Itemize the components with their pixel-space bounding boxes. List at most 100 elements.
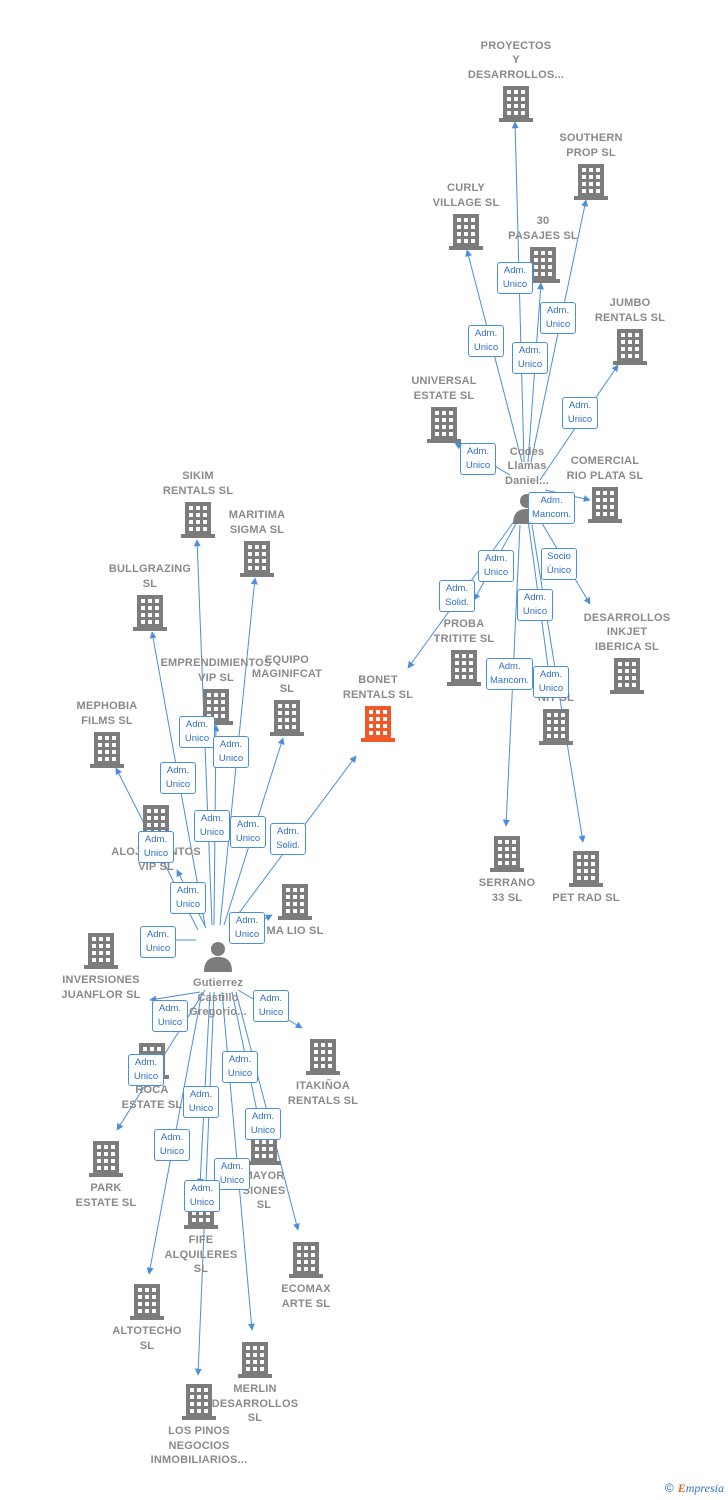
company-node-sikim[interactable]: SIKIM RENTALS SL bbox=[138, 469, 258, 538]
empresia-credit[interactable]: ©Empresia bbox=[665, 1481, 724, 1496]
person-icon bbox=[158, 940, 278, 972]
building-icon bbox=[456, 86, 576, 122]
building-icon bbox=[227, 700, 347, 736]
building-icon bbox=[246, 1242, 366, 1278]
company-node-jumbo[interactable]: JUMBO RENTALS SL bbox=[570, 296, 690, 365]
building-icon bbox=[496, 709, 616, 745]
relation-badge[interactable]: Adm. Unico bbox=[478, 550, 514, 582]
building-icon bbox=[87, 1284, 207, 1320]
company-node-inversiones[interactable]: INVERSIONES JUANFLOR SL bbox=[41, 933, 161, 1002]
node-label: DESARROLLOS INKJET IBERICA SL bbox=[583, 611, 671, 653]
company-node-universal[interactable]: UNIVERSAL ESTATE SL bbox=[384, 374, 504, 443]
node-label: UNIVERSAL ESTATE SL bbox=[411, 375, 477, 402]
relation-badge[interactable]: Adm. Unico bbox=[497, 262, 533, 294]
relation-badge[interactable]: Adm. Solid. bbox=[439, 580, 475, 612]
building-icon bbox=[318, 706, 438, 742]
person-node-gutierrez[interactable]: Gutierrez Castillo Gregorio... bbox=[158, 940, 278, 1020]
company-node-bullgrazing[interactable]: BULLGRAZING SL bbox=[90, 562, 210, 631]
relation-badge[interactable]: Adm. Unico bbox=[540, 302, 576, 334]
company-node-lospinos[interactable]: LOS PINOS NEGOCIOS INMOBILIARIOS... bbox=[139, 1384, 259, 1468]
relation-badge[interactable]: Adm. Unico bbox=[194, 810, 230, 842]
company-node-itakinoa[interactable]: ITAKIÑOA RENTALS SL bbox=[263, 1039, 383, 1108]
node-label: MA LIO SL bbox=[266, 925, 324, 937]
relation-badge[interactable]: Adm. Unico bbox=[512, 342, 548, 374]
company-node-comercial[interactable]: COMERCIAL RIO PLATA SL bbox=[545, 454, 665, 523]
company-node-nit[interactable]: NIT SL bbox=[496, 691, 616, 745]
relation-badge[interactable]: Adm. Unico bbox=[128, 1054, 164, 1086]
company-node-maritima[interactable]: MARITIMA SIGMA SL bbox=[197, 508, 317, 577]
relation-badge[interactable]: Adm. Mancom. bbox=[486, 658, 534, 690]
node-label: PROYECTOS Y DESARROLLOS... bbox=[467, 39, 565, 81]
node-label: ROCA ESTATE SL bbox=[121, 1084, 183, 1111]
node-label: MARITIMA SIGMA SL bbox=[228, 509, 286, 536]
company-node-mephobia[interactable]: MEPHOBIA FILMS SL bbox=[47, 699, 167, 768]
relation-badge[interactable]: Adm. Unico bbox=[222, 1051, 258, 1083]
relation-badge[interactable]: Adm. Unico bbox=[517, 589, 553, 621]
building-icon bbox=[567, 658, 687, 694]
building-icon bbox=[526, 851, 646, 887]
company-node-southern[interactable]: SOUTHERN PROP SL bbox=[531, 131, 651, 200]
building-icon bbox=[197, 541, 317, 577]
relation-badge[interactable]: Adm. Unico bbox=[229, 912, 265, 944]
node-label: ALTOTECHO SL bbox=[112, 1325, 182, 1352]
relation-badge[interactable]: Adm. Mancom. bbox=[528, 492, 576, 524]
relation-badge[interactable]: Adm. Unico bbox=[245, 1108, 281, 1140]
relation-badge[interactable]: Adm. Unico bbox=[179, 716, 215, 748]
company-node-pasajes[interactable]: 30 PASAJES SL bbox=[483, 214, 603, 283]
building-icon bbox=[235, 884, 355, 920]
node-label: MAYOR SIONES SL bbox=[242, 1170, 286, 1211]
company-node-curly[interactable]: CURLY VILLAGE SL bbox=[406, 181, 526, 250]
company-node-bonet[interactable]: BONET RENTALS SL bbox=[318, 673, 438, 742]
relation-badge[interactable]: Adm. Unico bbox=[154, 1129, 190, 1161]
building-icon bbox=[138, 502, 258, 538]
company-node-desarrollosinkjet[interactable]: DESARROLLOS INKJET IBERICA SL bbox=[567, 611, 687, 694]
building-icon bbox=[404, 650, 524, 686]
relation-badge[interactable]: Adm. Unico bbox=[460, 443, 496, 475]
company-node-altotecho[interactable]: ALTOTECHO SL bbox=[87, 1284, 207, 1353]
node-label: EQUIPO MAGINIFCAT SL bbox=[251, 653, 323, 695]
company-node-proba[interactable]: PROBA TRITITE SL bbox=[404, 617, 524, 686]
company-node-equipo[interactable]: EQUIPO MAGINIFCAT SL bbox=[227, 653, 347, 736]
company-node-petrad[interactable]: PET RAD SL bbox=[526, 851, 646, 906]
relation-badge[interactable]: Adm. Unico bbox=[253, 990, 289, 1022]
node-label: BULLGRAZING SL bbox=[108, 563, 192, 590]
relation-badge[interactable]: Adm. Unico bbox=[562, 397, 598, 429]
relation-badge[interactable]: Adm. Unico bbox=[138, 831, 174, 863]
brand-name: mpresia bbox=[685, 1481, 724, 1495]
building-icon bbox=[384, 407, 504, 443]
relation-badge[interactable]: Adm. Unico bbox=[160, 762, 196, 794]
building-icon bbox=[545, 487, 665, 523]
relation-badge[interactable]: Socio Único bbox=[541, 548, 577, 580]
node-label: PARK ESTATE SL bbox=[75, 1182, 137, 1209]
building-icon bbox=[531, 164, 651, 200]
node-label: BONET RENTALS SL bbox=[342, 674, 414, 701]
relation-badge[interactable]: Adm. Unico bbox=[213, 736, 249, 768]
building-icon bbox=[447, 836, 567, 872]
company-node-ecomax[interactable]: ECOMAX ARTE SL bbox=[246, 1242, 366, 1311]
node-label: FIFE ALQUILERES SL bbox=[164, 1234, 238, 1275]
relation-badge[interactable]: Adm. Unico bbox=[183, 1086, 219, 1118]
relation-badge[interactable]: Adm. Unico bbox=[468, 325, 504, 357]
copyright-symbol: © bbox=[664, 1481, 674, 1495]
node-label: SIKIM RENTALS SL bbox=[162, 470, 234, 497]
node-label: PROBA TRITITE SL bbox=[433, 618, 495, 645]
company-node-merlin[interactable]: MERLIN DESARROLLOS SL bbox=[195, 1342, 315, 1426]
relation-badge[interactable]: Adm. Unico bbox=[152, 1000, 188, 1032]
company-node-lio[interactable]: MA LIO SL bbox=[235, 884, 355, 939]
building-icon bbox=[570, 329, 690, 365]
relation-badge[interactable]: Adm. Unico bbox=[170, 882, 206, 914]
relation-badge[interactable]: Adm. Unico bbox=[533, 666, 569, 698]
node-label: ECOMAX ARTE SL bbox=[281, 1283, 331, 1310]
relation-badge[interactable]: Adm. Unico bbox=[214, 1158, 250, 1190]
company-node-serrano[interactable]: SERRANO 33 SL bbox=[447, 836, 567, 905]
node-label: JUMBO RENTALS SL bbox=[594, 297, 666, 324]
relation-badge[interactable]: Adm. Unico bbox=[140, 926, 176, 958]
building-icon bbox=[263, 1039, 383, 1075]
node-label: LOS PINOS NEGOCIOS INMOBILIARIOS... bbox=[150, 1425, 248, 1466]
node-label: SERRANO 33 SL bbox=[478, 877, 536, 904]
relation-badge[interactable]: Adm. Solid. bbox=[270, 823, 306, 855]
relation-badge[interactable]: Adm. Unico bbox=[230, 816, 266, 848]
company-node-park[interactable]: PARK ESTATE SL bbox=[46, 1141, 166, 1210]
relation-badge[interactable]: Adm. Unico bbox=[184, 1180, 220, 1212]
company-node-proyectos[interactable]: PROYECTOS Y DESARROLLOS... bbox=[456, 39, 576, 122]
